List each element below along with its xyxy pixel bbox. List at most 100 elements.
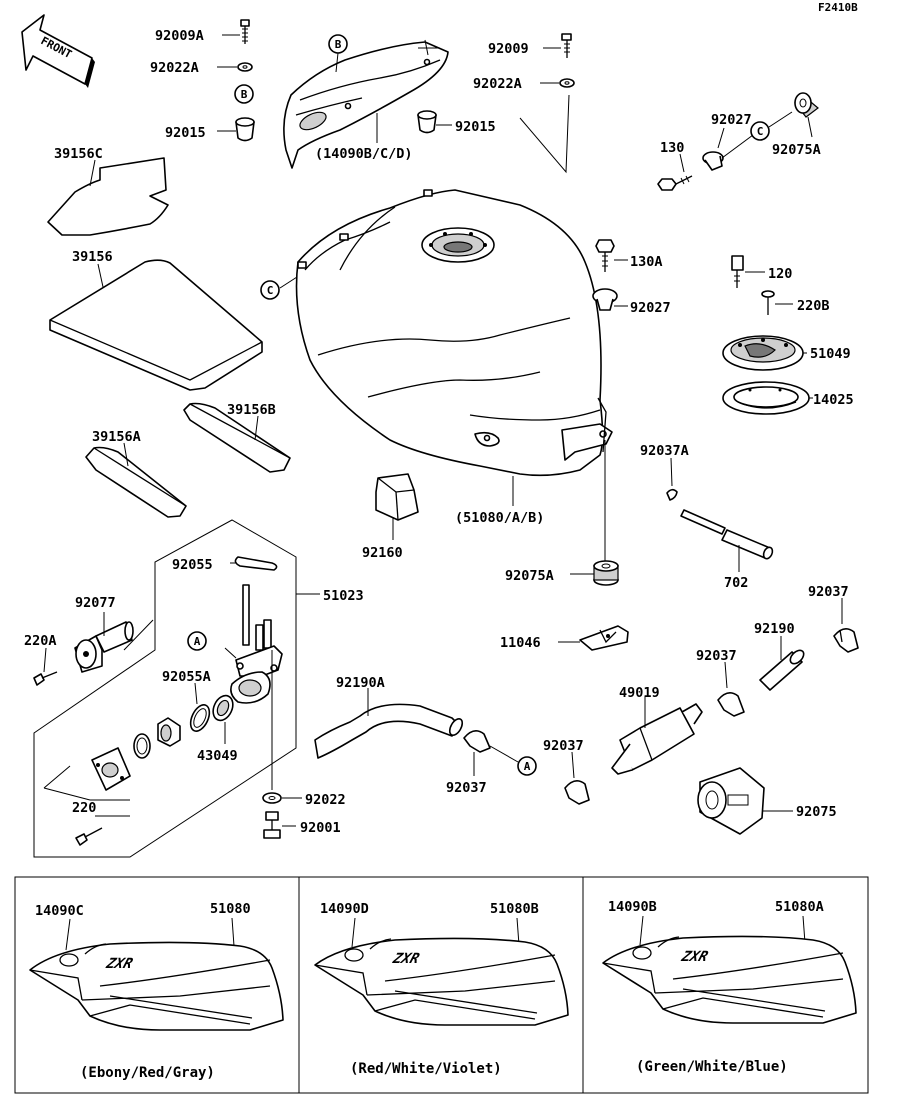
label-92022A-left: 92022A (150, 60, 199, 76)
valve-body-parts (133, 717, 181, 759)
variant-3-color: (Green/White/Blue) (636, 1059, 788, 1075)
label-92075A: 92075A (505, 568, 554, 584)
fuel-tank-51080 (295, 189, 613, 477)
label-92190A: 92190A (336, 675, 385, 691)
lever-92077 (74, 621, 134, 673)
label-51049: 51049 (810, 346, 851, 362)
variant-card-1: 14090C 51080 ZXR (Ebony/Red/Gray) (29, 901, 284, 1081)
front-arrow-icon: FRONT (21, 14, 95, 88)
clip-92037-mid (717, 692, 745, 717)
label-92001: 92001 (300, 820, 341, 836)
filter-43049 (212, 694, 234, 722)
collar-92027 (592, 288, 618, 311)
label-92075: 92075 (796, 804, 837, 820)
label-92009: 92009 (488, 41, 529, 57)
plate-92077 (91, 747, 131, 791)
label-39156C: 39156C (54, 146, 103, 162)
ref-a-tap: A (187, 631, 207, 651)
variant-3-cover: 14090B (608, 899, 657, 915)
label-220B: 220B (797, 298, 830, 314)
label-39156A: 39156A (92, 429, 141, 445)
label-92015-right: 92015 (455, 119, 496, 135)
label-51080AB: (51080/A/B) (455, 510, 544, 526)
collar-92027-top (702, 151, 724, 171)
rubber-92160 (375, 473, 419, 521)
label-92027-top: 92027 (711, 112, 752, 128)
hose-92190A (314, 703, 464, 759)
variant-card-3: 14090B 51080A ZXR (Green/White/Blue) (602, 899, 857, 1075)
svg-text:B: B (335, 38, 342, 51)
label-92075A-top: 92075A (772, 142, 821, 158)
ref-c-right: C (750, 121, 770, 141)
label-92037-right: 92037 (808, 584, 849, 600)
label-92037-low: 92037 (543, 738, 584, 754)
variant-3-tank-graphic: ZXR (602, 935, 857, 1024)
label-43049: 43049 (197, 748, 238, 764)
washer-92022A-right (559, 78, 575, 88)
label-220A: 220A (24, 633, 57, 649)
label-120: 120 (768, 266, 792, 282)
label-92037-mid: 92037 (696, 648, 737, 664)
label-92055: 92055 (172, 557, 213, 573)
pad-39156A (85, 446, 187, 518)
gasket-14025 (722, 381, 810, 415)
pad-39156B (183, 402, 291, 473)
label-92022: 92022 (305, 792, 346, 808)
svg-text:B: B (241, 88, 248, 101)
variant-1-logo: ZXR (103, 956, 135, 972)
label-92037-hose: 92037 (446, 780, 487, 796)
label-11046: 11046 (500, 635, 541, 651)
variant-2-logo: ZXR (390, 951, 422, 967)
variant-card-2: 14090D 51080B ZXR (Red/White/Violet) (314, 901, 569, 1077)
bracket-11046 (579, 625, 629, 651)
bolt-120 (731, 255, 744, 288)
variant-2-cover: 14090D (320, 901, 369, 917)
bolt-92009A (240, 19, 250, 44)
screw-220 (75, 827, 103, 846)
screw-220B (761, 290, 775, 315)
label-92055A: 92055A (162, 669, 211, 685)
tank-cover-14090 (283, 39, 449, 169)
label-92077: 92077 (75, 595, 116, 611)
damper-92075A (593, 560, 619, 586)
washer-92022 (262, 792, 282, 804)
ref-c-left: C (260, 280, 280, 300)
variant-2-tank: 51080B (490, 901, 539, 917)
label-92160: 92160 (362, 545, 403, 561)
pad-39156C (47, 157, 169, 236)
label-92009A: 92009A (155, 28, 204, 44)
damper-92075A-top (794, 92, 819, 118)
clip-92037-right (833, 628, 859, 653)
variant-1-cover: 14090C (35, 903, 84, 919)
tube-702 (680, 509, 774, 560)
bolt-130A (595, 239, 615, 272)
label-220: 220 (72, 800, 96, 816)
grommet-92015-right (417, 110, 437, 134)
label-14025: 14025 (813, 392, 854, 408)
label-702: 702 (724, 575, 748, 591)
clip-92037A (666, 488, 678, 501)
variant-2-color: (Red/White/Violet) (350, 1061, 502, 1077)
label-92037A: 92037A (640, 443, 689, 459)
label-92022A-right: 92022A (473, 76, 522, 92)
label-39156B: 39156B (227, 402, 276, 418)
ref-a-hose: A (517, 756, 537, 776)
label-39156: 39156 (72, 249, 113, 265)
fuel-filter-49019 (611, 703, 703, 775)
label-51023: 51023 (323, 588, 364, 604)
drawing-code: F2410B (818, 1, 858, 14)
bolt-92001 (263, 811, 281, 839)
bolt-130 (657, 175, 693, 191)
color-variants-panel (14, 876, 869, 1094)
oring-92055A (189, 704, 211, 732)
ref-b-top: B (328, 34, 348, 54)
variant-1-tank-graphic: ZXR (29, 941, 284, 1031)
screw-220A (33, 671, 58, 686)
variant-3-logo: ZXR (679, 949, 711, 965)
variant-1-tank: 51080 (210, 901, 251, 917)
variant-1-color: (Ebony/Red/Gray) (80, 1065, 215, 1081)
label-92027: 92027 (630, 300, 671, 316)
label-130: 130 (660, 140, 684, 156)
bolt-92009 (561, 33, 572, 58)
